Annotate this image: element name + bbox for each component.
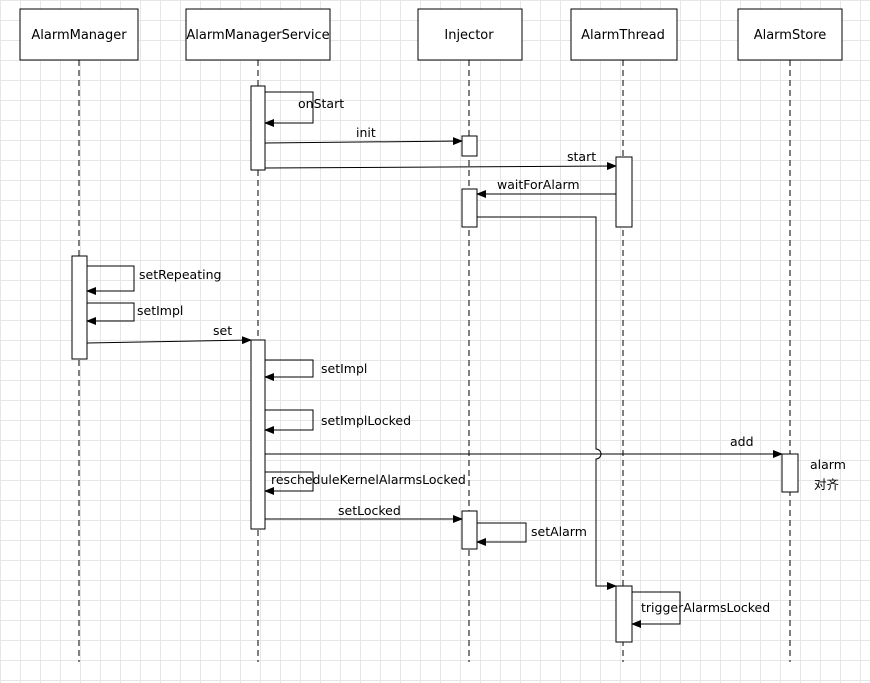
self-message-setalarm [476, 522, 527, 546]
label-set: set [213, 323, 232, 338]
note-alarm-line1: alarm [810, 457, 846, 472]
message-set [86, 336, 252, 345]
message-start [264, 162, 617, 171]
label-setalarm: setAlarm [531, 524, 587, 539]
participant-alarm-thread: AlarmThread [570, 8, 678, 61]
participant-injector: Injector [417, 8, 523, 61]
participant-alarm-manager: AlarmManager [19, 8, 139, 61]
label-setimpl-ams: setImpl [321, 361, 367, 376]
participant-label: AlarmManagerService [186, 28, 329, 43]
activation-alarmthread-start [615, 156, 633, 228]
label-setlocked: setLocked [338, 503, 401, 518]
label-onstart: onStart [298, 96, 344, 111]
participant-label: Injector [444, 28, 494, 43]
label-triggeralarmslocked: triggerAlarmsLocked [641, 600, 770, 615]
label-setimpllocked: setImplLocked [321, 413, 411, 428]
self-message-setimpl-ams [264, 359, 314, 381]
self-message-reschedule [264, 471, 314, 495]
participant-label: AlarmManager [31, 28, 127, 43]
activation-injector-setalarm [461, 510, 478, 550]
activation-alarm-manager [71, 255, 88, 360]
participant-alarm-manager-service: AlarmManagerService [185, 8, 331, 61]
participant-label: AlarmStore [754, 28, 827, 43]
message-init [264, 137, 463, 146]
activation-alarmstore-add [781, 453, 799, 493]
activation-ams-set [250, 339, 266, 530]
activation-alarmthread-trigger [615, 585, 633, 643]
activation-injector-wait [461, 188, 478, 228]
participant-alarm-store: AlarmStore [737, 8, 843, 61]
label-reschedule: rescheduleKernelAlarmsLocked [271, 472, 466, 487]
self-message-onstart [264, 91, 314, 127]
label-setimpl-am: setImpl [137, 303, 183, 318]
self-message-setimpllocked [264, 409, 314, 434]
self-message-setimpl-am [86, 302, 135, 325]
participant-label: AlarmThread [581, 28, 665, 43]
label-add: add [730, 434, 754, 449]
label-setrepeating: setRepeating [139, 267, 221, 282]
self-message-setrepeating [86, 265, 135, 295]
self-message-triggeralarmslocked [631, 591, 681, 628]
label-start: start [567, 149, 596, 164]
label-init: init [356, 125, 376, 140]
note-alarm-line2: 对齐 [814, 477, 840, 492]
activation-ams-onstart [250, 85, 266, 171]
activation-injector-init [461, 135, 478, 157]
label-wait-for-alarm: waitForAlarm [497, 177, 580, 192]
